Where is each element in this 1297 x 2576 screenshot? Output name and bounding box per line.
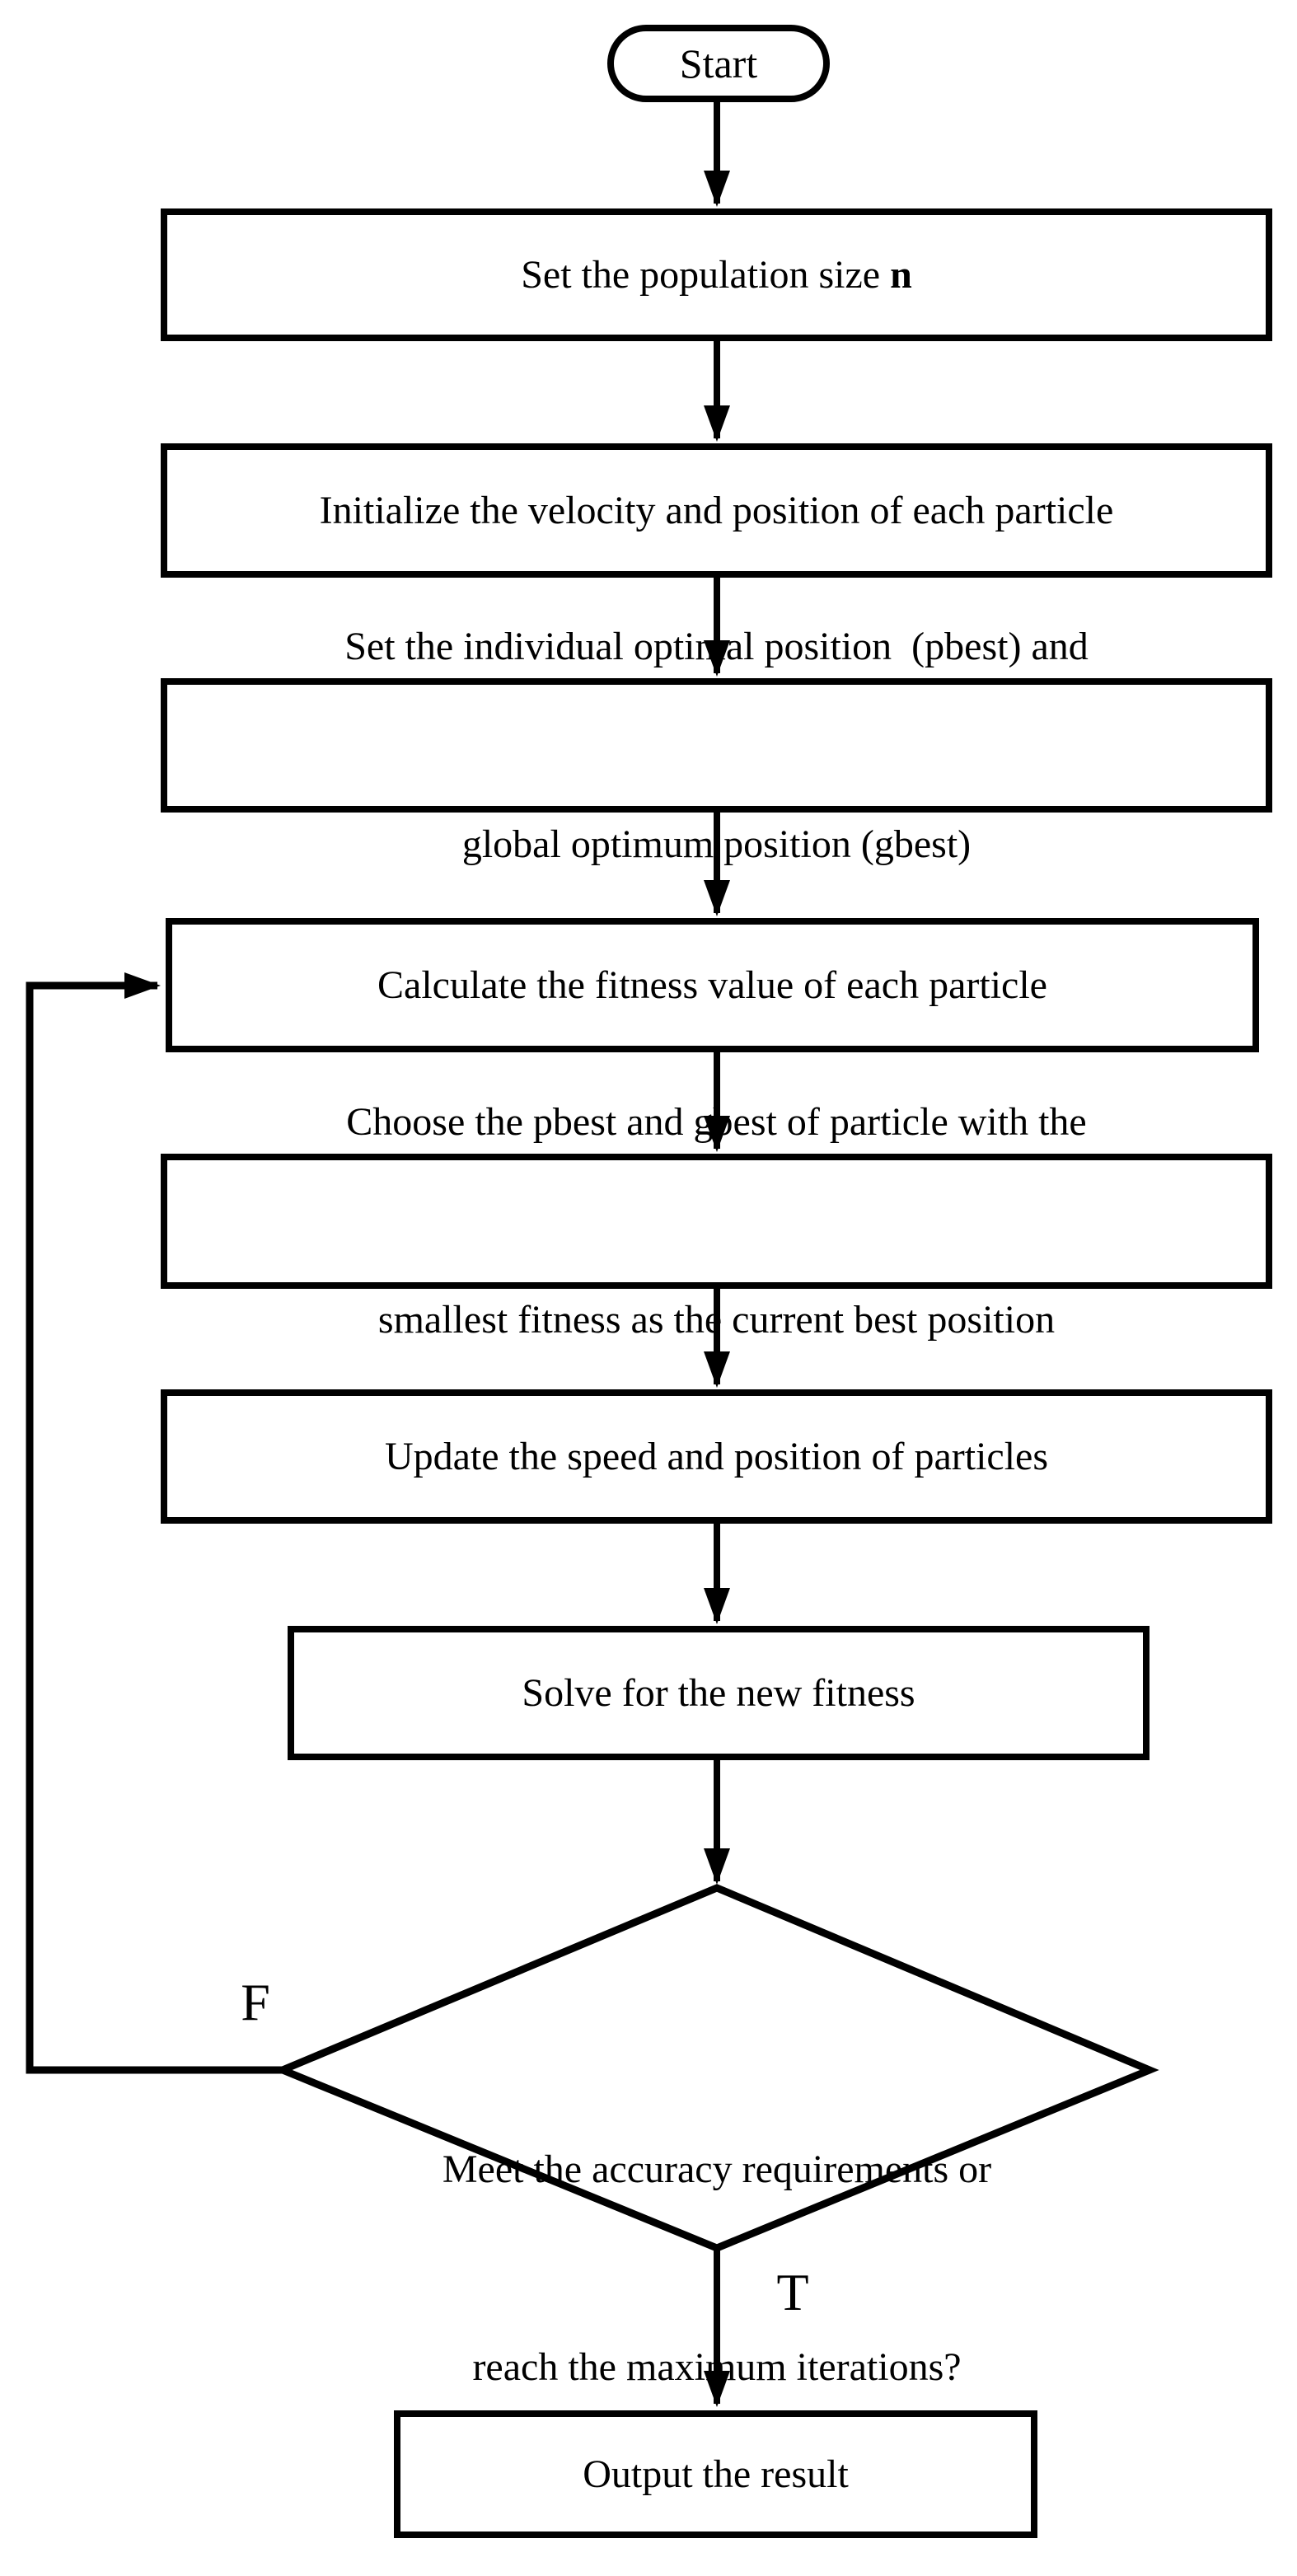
node-set-population: Set the population size n	[161, 208, 1272, 341]
node-update-particles-label: Update the speed and position of particl…	[384, 1434, 1049, 1478]
node-calc-fitness: Calculate the fitness value of each part…	[166, 918, 1259, 1052]
decision-diamond-shape	[273, 1884, 1159, 2252]
branch-label-false: F	[241, 1973, 270, 2031]
node-set-best: Set the individual optimal position (pbe…	[161, 625, 1272, 866]
node-solve-fitness: Solve for the new fitness	[288, 1626, 1150, 1760]
node-choose-best: Choose the pbest and gbest of particle w…	[161, 1100, 1272, 1342]
node-output: Output the result	[394, 2410, 1037, 2538]
node-output-label: Output the result	[583, 2452, 849, 2496]
feedback-arrow-false-branch	[26, 972, 283, 2074]
node-update-particles: Update the speed and position of particl…	[161, 1389, 1272, 1524]
node-decision-label: Meet the accuracy requirements or reach …	[442, 2147, 992, 2389]
branch-label-true: T	[776, 2263, 809, 2321]
node-calc-fitness-label: Calculate the fitness value of each part…	[377, 962, 1047, 1007]
node-solve-fitness-label: Solve for the new fitness	[522, 1670, 915, 1715]
node-initialize: Initialize the velocity and position of …	[161, 443, 1272, 578]
node-set-population-label: Set the population size n	[521, 252, 912, 297]
node-start-label: Start	[679, 40, 758, 87]
node-start: Start	[607, 25, 830, 102]
node-choose-best-label: Choose the pbest and gbest of particle w…	[346, 1100, 1087, 1342]
node-set-best-label: Set the individual optimal position (pbe…	[344, 624, 1089, 866]
node-initialize-label: Initialize the velocity and position of …	[319, 488, 1114, 532]
